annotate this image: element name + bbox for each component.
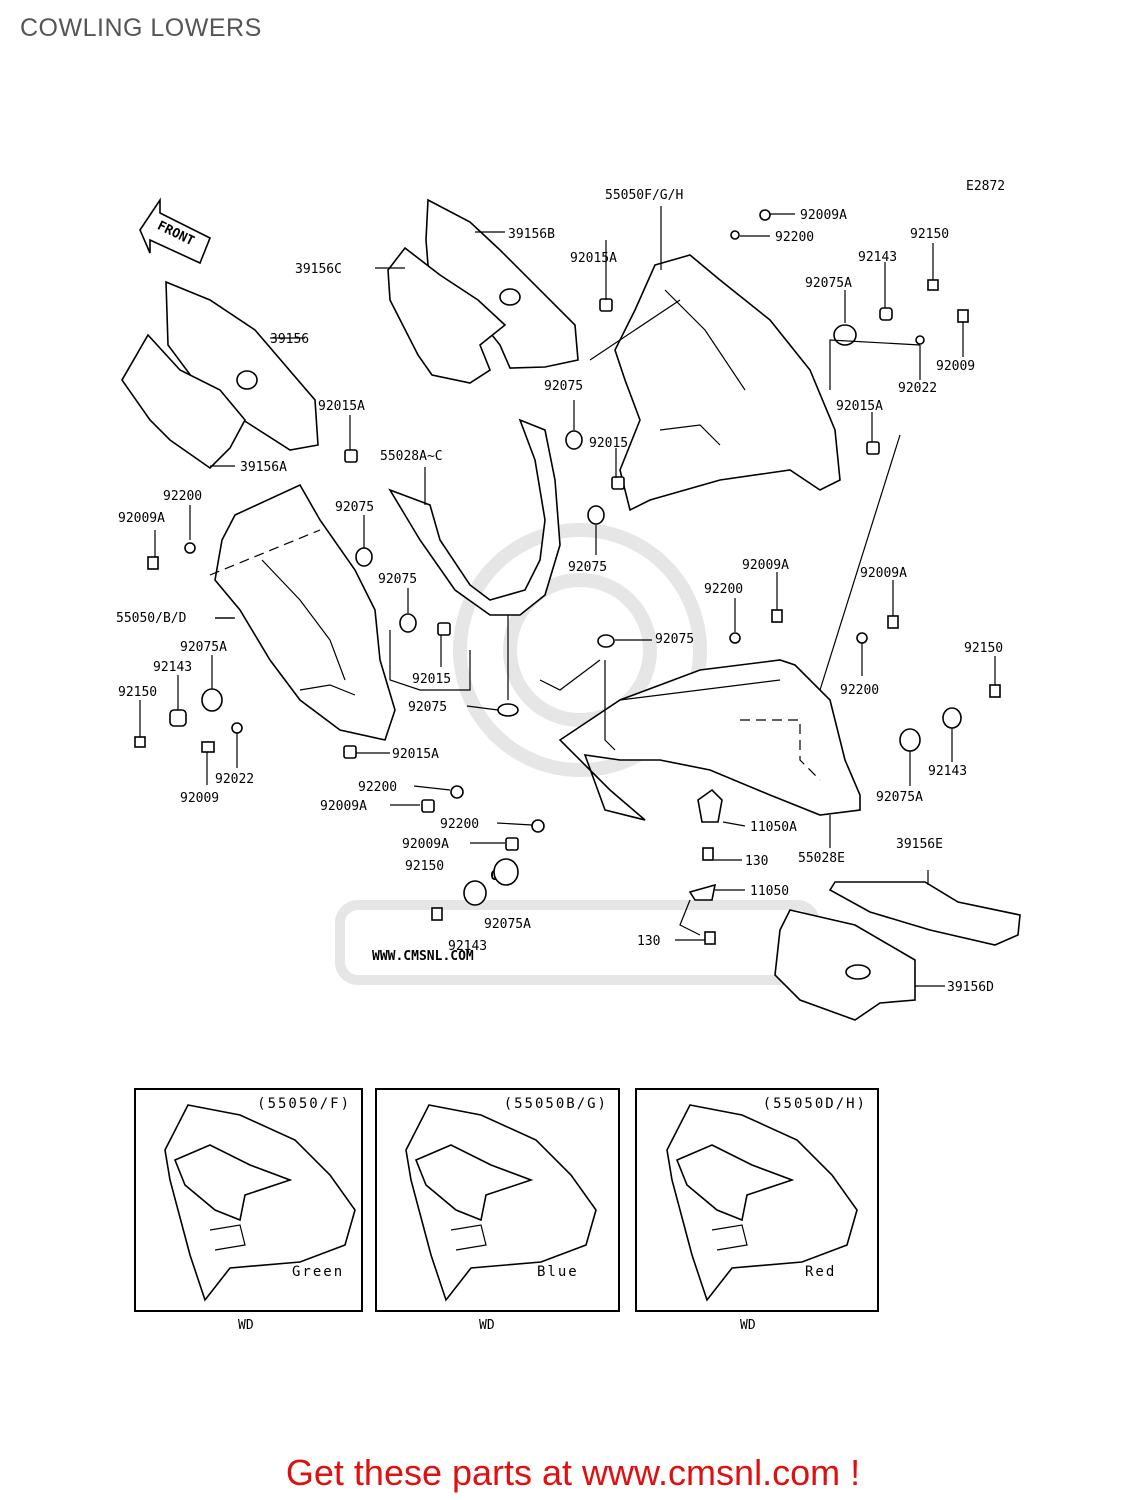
- callout: 92200: [440, 817, 479, 832]
- callout: 92015A: [836, 399, 883, 414]
- callout: 39156A: [240, 460, 287, 475]
- variant-code: (55050/F): [257, 1096, 351, 1112]
- variant-illustrations: [164, 1104, 858, 1302]
- callout: 92200: [163, 489, 202, 504]
- variant-note: WD: [238, 1318, 254, 1333]
- right-upper-cowling: [614, 254, 841, 512]
- callouts: 55050F/G/H 92009A 92200 92150 92143 9207…: [116, 188, 1003, 995]
- callout: 92150: [910, 227, 949, 242]
- callout: 92075: [655, 632, 694, 647]
- fasteners: [134, 209, 1001, 945]
- lower-cowling: [558, 659, 861, 821]
- center-piece: [388, 418, 561, 616]
- callout: 130: [637, 934, 660, 949]
- footer-link[interactable]: Get these parts at www.cmsnl.com !: [285, 1452, 861, 1493]
- callout: 92143: [448, 939, 487, 954]
- ref-code: E2872: [966, 179, 1005, 194]
- callout: 92075: [568, 560, 607, 575]
- callout: 39156C: [295, 262, 342, 277]
- variant-box-blue: (55050B/G) Blue: [375, 1088, 620, 1312]
- callout: 55028E: [798, 851, 845, 866]
- callout: 92143: [928, 764, 967, 779]
- panel-39156E: [828, 881, 1021, 946]
- callout: 55028A~C: [380, 449, 443, 464]
- callout: 92075: [408, 700, 447, 715]
- callout: 92015A: [392, 747, 439, 762]
- callout: 92009A: [320, 799, 367, 814]
- callout: 92143: [153, 660, 192, 675]
- callout: 55050F/G/H: [605, 188, 683, 203]
- lower-panels: [774, 881, 1021, 1021]
- panel-39156C: [387, 246, 507, 384]
- callout: 92150: [118, 685, 157, 700]
- callout: 55050/B/D: [116, 611, 187, 626]
- page-title: COWLING LOWERS: [20, 14, 262, 42]
- callout: 39156: [270, 332, 309, 347]
- inner-panels-top: [121, 198, 579, 470]
- callout: 39156D: [947, 980, 994, 995]
- callout: 39156B: [508, 227, 555, 242]
- watermark-url: WWW.CMSNL.COM: [372, 949, 474, 964]
- callout: 92200: [358, 780, 397, 795]
- variant-color: Green: [292, 1264, 345, 1280]
- callout: 92075A: [876, 790, 923, 805]
- callout: 92200: [840, 683, 879, 698]
- callout: 92009A: [402, 837, 449, 852]
- callout: 92075A: [484, 917, 531, 932]
- callout: 92200: [775, 230, 814, 245]
- callout: 92015: [412, 672, 451, 687]
- callout: 92075: [544, 379, 583, 394]
- variant-color: Red: [805, 1264, 837, 1280]
- callout: 92009A: [800, 208, 847, 223]
- variant-code: (55050D/H): [762, 1096, 867, 1112]
- callout: 92015A: [570, 251, 617, 266]
- callout: 92150: [964, 641, 1003, 656]
- callout: 92075: [378, 572, 417, 587]
- callout: 11050A: [750, 820, 797, 835]
- callout: 11050: [750, 884, 789, 899]
- panel-39156D: [774, 909, 916, 1021]
- variant-note: WD: [740, 1318, 756, 1333]
- panel-39156: [165, 280, 319, 451]
- callout: 92022: [215, 772, 254, 787]
- variant-color: Blue: [537, 1264, 579, 1280]
- callout: 92015A: [318, 399, 365, 414]
- variant-note: WD: [479, 1318, 495, 1333]
- front-arrow: FRONT: [139, 197, 212, 265]
- callout: 92009A: [742, 558, 789, 573]
- callout: 92075A: [180, 640, 227, 655]
- callout: 92009: [936, 359, 975, 374]
- variant-box-red: (55050D/H) Red: [635, 1088, 879, 1312]
- callout: 92200: [704, 582, 743, 597]
- panel-39156A: [121, 333, 246, 470]
- callout: 92075: [335, 500, 374, 515]
- callout: 39156E: [896, 837, 943, 852]
- callout: 92143: [858, 250, 897, 265]
- callout: 92009A: [118, 511, 165, 526]
- callout: 92009: [180, 791, 219, 806]
- callout: 92022: [898, 381, 937, 396]
- callout: 130: [745, 854, 768, 869]
- callout: 92015: [589, 436, 628, 451]
- left-cowling: [214, 483, 396, 741]
- leader-lines: [139, 206, 996, 987]
- callout: 92075A: [805, 276, 852, 291]
- variant-box-green: (55050/F) Green: [134, 1088, 363, 1312]
- variant-code: (55050B/G): [503, 1096, 608, 1112]
- callout: 92150: [405, 859, 444, 874]
- callout: 92009A: [860, 566, 907, 581]
